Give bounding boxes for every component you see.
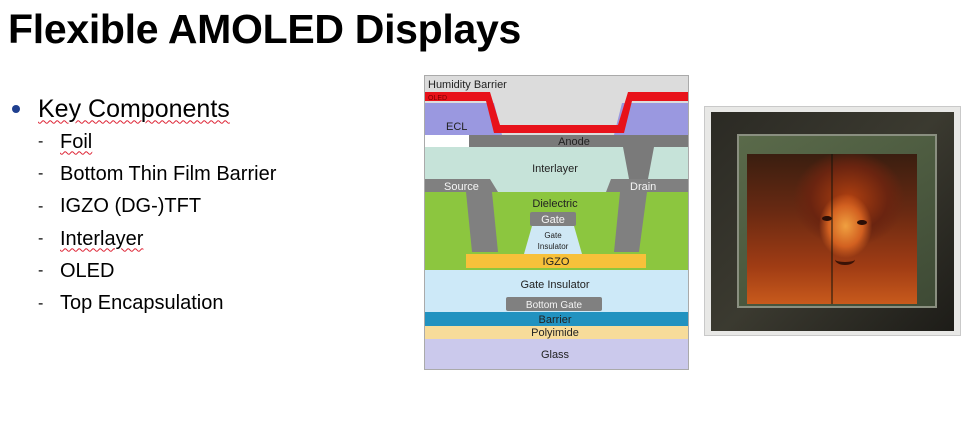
display-photo	[704, 106, 961, 336]
diagram-border	[424, 75, 689, 370]
dash-icon: -	[38, 230, 44, 248]
label-drain: Drain	[630, 181, 656, 193]
layer-gate-insulator-small	[524, 226, 582, 254]
label-gate-insulator: Gate Insulator	[520, 279, 589, 291]
layer-ecl-right	[614, 103, 689, 135]
dash-icon: -	[38, 133, 44, 151]
label-bottom-gate: Bottom Gate	[526, 300, 583, 311]
layer-bottom-gate	[506, 297, 602, 311]
bullet-dot-icon	[12, 105, 20, 113]
sub-item-oled: - OLED	[10, 255, 276, 287]
sub-item-label: IGZO (DG-)TFT	[60, 195, 202, 218]
label-gate-insulator-small-2: Insulator	[538, 242, 569, 251]
label-igzo: IGZO	[543, 256, 570, 268]
layer-polyimide	[424, 326, 689, 339]
dash-icon: -	[38, 294, 44, 312]
layer-drain	[606, 179, 689, 252]
layer-ecl	[424, 103, 502, 135]
layer-gate	[530, 212, 576, 226]
sub-item-label: Bottom Thin Film Barrier	[60, 162, 277, 185]
label-source: Source	[444, 181, 479, 193]
label-anode: Anode	[558, 136, 590, 148]
layer-igzo	[466, 254, 646, 268]
bullet-list: Key Components - Foil - Bottom Thin Film…	[10, 92, 276, 320]
layer-oled	[424, 92, 689, 133]
amoled-stack-diagram: Humidity Barrier OLED ECL Anode Interlay…	[424, 75, 689, 370]
label-oled: OLED	[428, 95, 447, 102]
sub-item-label: Foil	[60, 130, 93, 153]
label-gate-insulator-small-1: Gate	[544, 231, 562, 240]
layer-barrier	[424, 312, 689, 326]
display-screen-image	[747, 154, 917, 304]
label-interlayer: Interlayer	[532, 163, 578, 175]
sub-item-igzo: - IGZO (DG-)TFT	[10, 191, 276, 223]
sub-item-interlayer: - Interlayer	[10, 223, 276, 255]
label-glass: Glass	[541, 349, 570, 361]
label-ecl: ECL	[446, 121, 467, 133]
label-polyimide: Polyimide	[531, 327, 579, 339]
sub-item-foil: - Foil	[10, 126, 276, 158]
page-title: Flexible AMOLED Displays	[8, 6, 522, 52]
label-barrier: Barrier	[538, 314, 571, 326]
label-humidity-barrier: Humidity Barrier	[428, 79, 507, 91]
face-eye-left	[822, 216, 832, 221]
layer-source	[424, 179, 498, 252]
face-eye-right	[857, 220, 867, 225]
photo-background	[711, 112, 954, 331]
sub-item-label: OLED	[60, 259, 115, 282]
bullet-label: Key Components	[38, 94, 230, 123]
layer-anode	[469, 135, 689, 179]
dash-icon: -	[38, 262, 44, 280]
layer-glass	[424, 339, 689, 370]
dash-icon: -	[38, 165, 44, 183]
sub-item-top-encapsulation: - Top Encapsulation	[10, 287, 276, 319]
sub-item-bottom-barrier: - Bottom Thin Film Barrier	[10, 158, 276, 190]
label-dielectric: Dielectric	[532, 198, 578, 210]
bullet-key-components: Key Components	[10, 92, 276, 126]
label-gate: Gate	[541, 214, 565, 226]
sub-item-label: Top Encapsulation	[60, 292, 224, 315]
face-mouth	[835, 254, 855, 265]
dash-icon: -	[38, 197, 44, 215]
sub-item-label: Interlayer	[60, 227, 144, 250]
panel-seam	[831, 154, 833, 304]
